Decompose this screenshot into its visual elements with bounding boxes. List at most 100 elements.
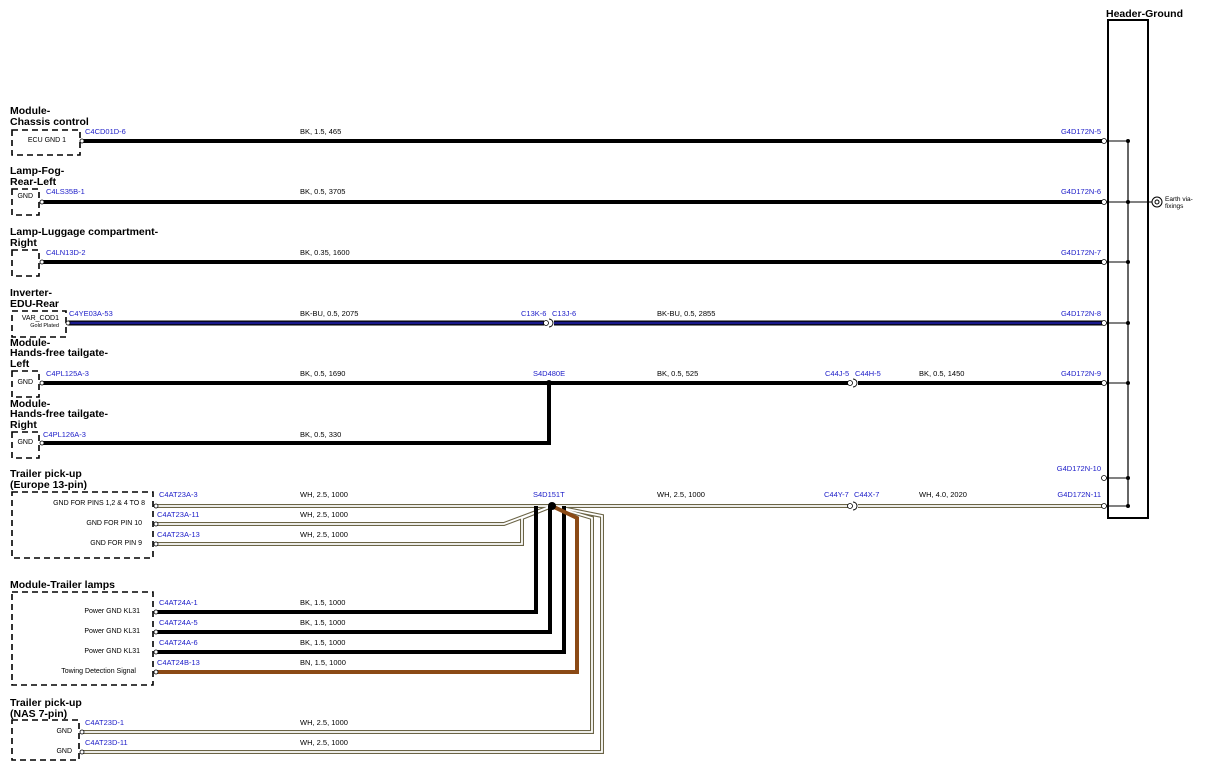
connector-label: C4PL126A-3 bbox=[43, 430, 86, 439]
module-title: Module-Trailer lamps bbox=[10, 579, 115, 591]
terminal bbox=[153, 609, 159, 615]
module-title: Left bbox=[10, 358, 30, 370]
bus-node bbox=[1126, 504, 1130, 508]
module-title: Trailer pick-up bbox=[10, 468, 82, 480]
wire-label: WH, 2.5, 1000 bbox=[300, 490, 348, 499]
module-title: Right bbox=[10, 237, 37, 249]
module-title: Hands-free tailgate- bbox=[10, 347, 109, 359]
module-box bbox=[11, 310, 67, 338]
module-box bbox=[11, 431, 40, 459]
module-box bbox=[11, 370, 40, 398]
wire-label: BK, 0.35, 1600 bbox=[300, 248, 350, 257]
pin-label: GND bbox=[17, 439, 33, 446]
earth-symbol bbox=[1151, 196, 1163, 208]
terminal bbox=[1101, 380, 1107, 386]
module-title: Right bbox=[10, 419, 37, 431]
pin-label: GND bbox=[56, 748, 72, 755]
terminal bbox=[65, 320, 71, 326]
module-title: (NAS 7-pin) bbox=[10, 708, 67, 720]
wire-label: BK, 1.5, 1000 bbox=[300, 638, 345, 647]
connector-label: C44H-5 bbox=[855, 369, 881, 378]
inline-connector bbox=[543, 318, 554, 328]
connector-label: C4LN13D-2 bbox=[46, 248, 86, 257]
connector-label: C4AT24A-1 bbox=[159, 598, 198, 607]
connector-label: G4D172N-6 bbox=[1061, 187, 1101, 196]
terminal bbox=[39, 199, 45, 205]
connector-label: C44X-7 bbox=[854, 490, 879, 499]
module-title: Module- bbox=[10, 398, 51, 410]
connector-label: C4YE03A-53 bbox=[69, 309, 113, 318]
connector-label: C4AT23A-11 bbox=[157, 510, 199, 519]
connector-label: C4AT24A-6 bbox=[159, 638, 198, 647]
terminal bbox=[79, 749, 85, 755]
terminal bbox=[39, 259, 45, 265]
white-wires bbox=[82, 504, 1104, 754]
header-ground-box bbox=[1107, 19, 1149, 519]
pin-label: Gold Plated bbox=[30, 323, 59, 329]
module-title: Module- bbox=[10, 337, 51, 349]
connector-label: G4D172N-11 bbox=[1057, 490, 1101, 499]
connector-label: C4AT23D-1 bbox=[85, 718, 124, 727]
pin-label: GND FOR PIN 10 bbox=[86, 520, 142, 527]
terminal bbox=[1101, 475, 1107, 481]
wire-label: BK, 0.5, 3705 bbox=[300, 187, 345, 196]
trailer-lamp-wires bbox=[156, 504, 579, 674]
pin-label: ECU GND 1 bbox=[28, 137, 66, 144]
pin-label: GND bbox=[56, 728, 72, 735]
module-title: Trailer pick-up bbox=[10, 697, 82, 709]
wire-label: WH, 2.5, 1000 bbox=[657, 490, 705, 499]
wire-label: WH, 2.5, 1000 bbox=[300, 510, 348, 519]
connector-label: C4LS35B-1 bbox=[46, 187, 85, 196]
wire-label: WH, 2.5, 1000 bbox=[300, 530, 348, 539]
inline-connector bbox=[847, 378, 858, 388]
module-title: EDU-Rear bbox=[10, 298, 59, 310]
terminal bbox=[153, 503, 159, 509]
splice-node bbox=[548, 502, 556, 510]
module-title: Module- bbox=[10, 105, 51, 117]
module-box bbox=[11, 491, 154, 559]
connector-label: G4D172N-5 bbox=[1061, 127, 1101, 136]
wire-label: BK, 0.5, 1690 bbox=[300, 369, 345, 378]
module-box bbox=[11, 188, 40, 216]
bus-node bbox=[1126, 476, 1130, 480]
pin-label: VAR_COD1 bbox=[22, 315, 59, 322]
connector-label: C4AT23A-3 bbox=[159, 490, 198, 499]
terminal bbox=[39, 440, 45, 446]
wire-label: BN, 1.5, 1000 bbox=[300, 658, 346, 667]
module-title: Chassis control bbox=[10, 116, 89, 128]
wire-label: BK, 1.5, 1000 bbox=[300, 618, 345, 627]
terminal bbox=[1101, 259, 1107, 265]
connector-label: C13K-6 bbox=[521, 309, 546, 318]
pin-label: Power GND KL31 bbox=[84, 628, 140, 635]
splice-label: S4D480E bbox=[533, 369, 565, 378]
terminal bbox=[1101, 199, 1107, 205]
module-box bbox=[11, 591, 154, 686]
wire-label: WH, 2.5, 1000 bbox=[300, 738, 348, 747]
wire-label: BK, 1.5, 465 bbox=[300, 127, 341, 136]
pin-label: Power GND KL31 bbox=[84, 608, 140, 615]
connector-label: G4D172N-8 bbox=[1061, 309, 1101, 318]
earth-label-2: fixings bbox=[1165, 203, 1184, 210]
connector-label: C4AT23A-13 bbox=[157, 530, 200, 539]
connector-label: C44J-5 bbox=[825, 369, 849, 378]
terminal bbox=[1101, 320, 1107, 326]
connector-label: C4AT24B-13 bbox=[157, 658, 200, 667]
wire-label: BK, 0.5, 525 bbox=[657, 369, 698, 378]
module-title: Lamp-Fog- bbox=[10, 165, 65, 177]
wire-label: BK-BU, 0.5, 2075 bbox=[300, 309, 358, 318]
wire bbox=[42, 383, 551, 445]
splice-label: S4D151T bbox=[533, 490, 565, 499]
connector-label: C44Y-7 bbox=[824, 490, 849, 499]
header-title: Header-Ground bbox=[1106, 8, 1183, 20]
wire-label: WH, 2.5, 1000 bbox=[300, 718, 348, 727]
terminal bbox=[153, 649, 159, 655]
terminal bbox=[39, 380, 45, 386]
pin-label: GND bbox=[17, 379, 33, 386]
module-box bbox=[11, 719, 80, 761]
connector-label: C4CD01D-6 bbox=[85, 127, 126, 136]
wire-label: BK, 1.5, 1000 bbox=[300, 598, 345, 607]
module-box bbox=[11, 249, 40, 277]
terminal bbox=[153, 669, 159, 675]
connector-label: G4D172N-9 bbox=[1061, 369, 1101, 378]
